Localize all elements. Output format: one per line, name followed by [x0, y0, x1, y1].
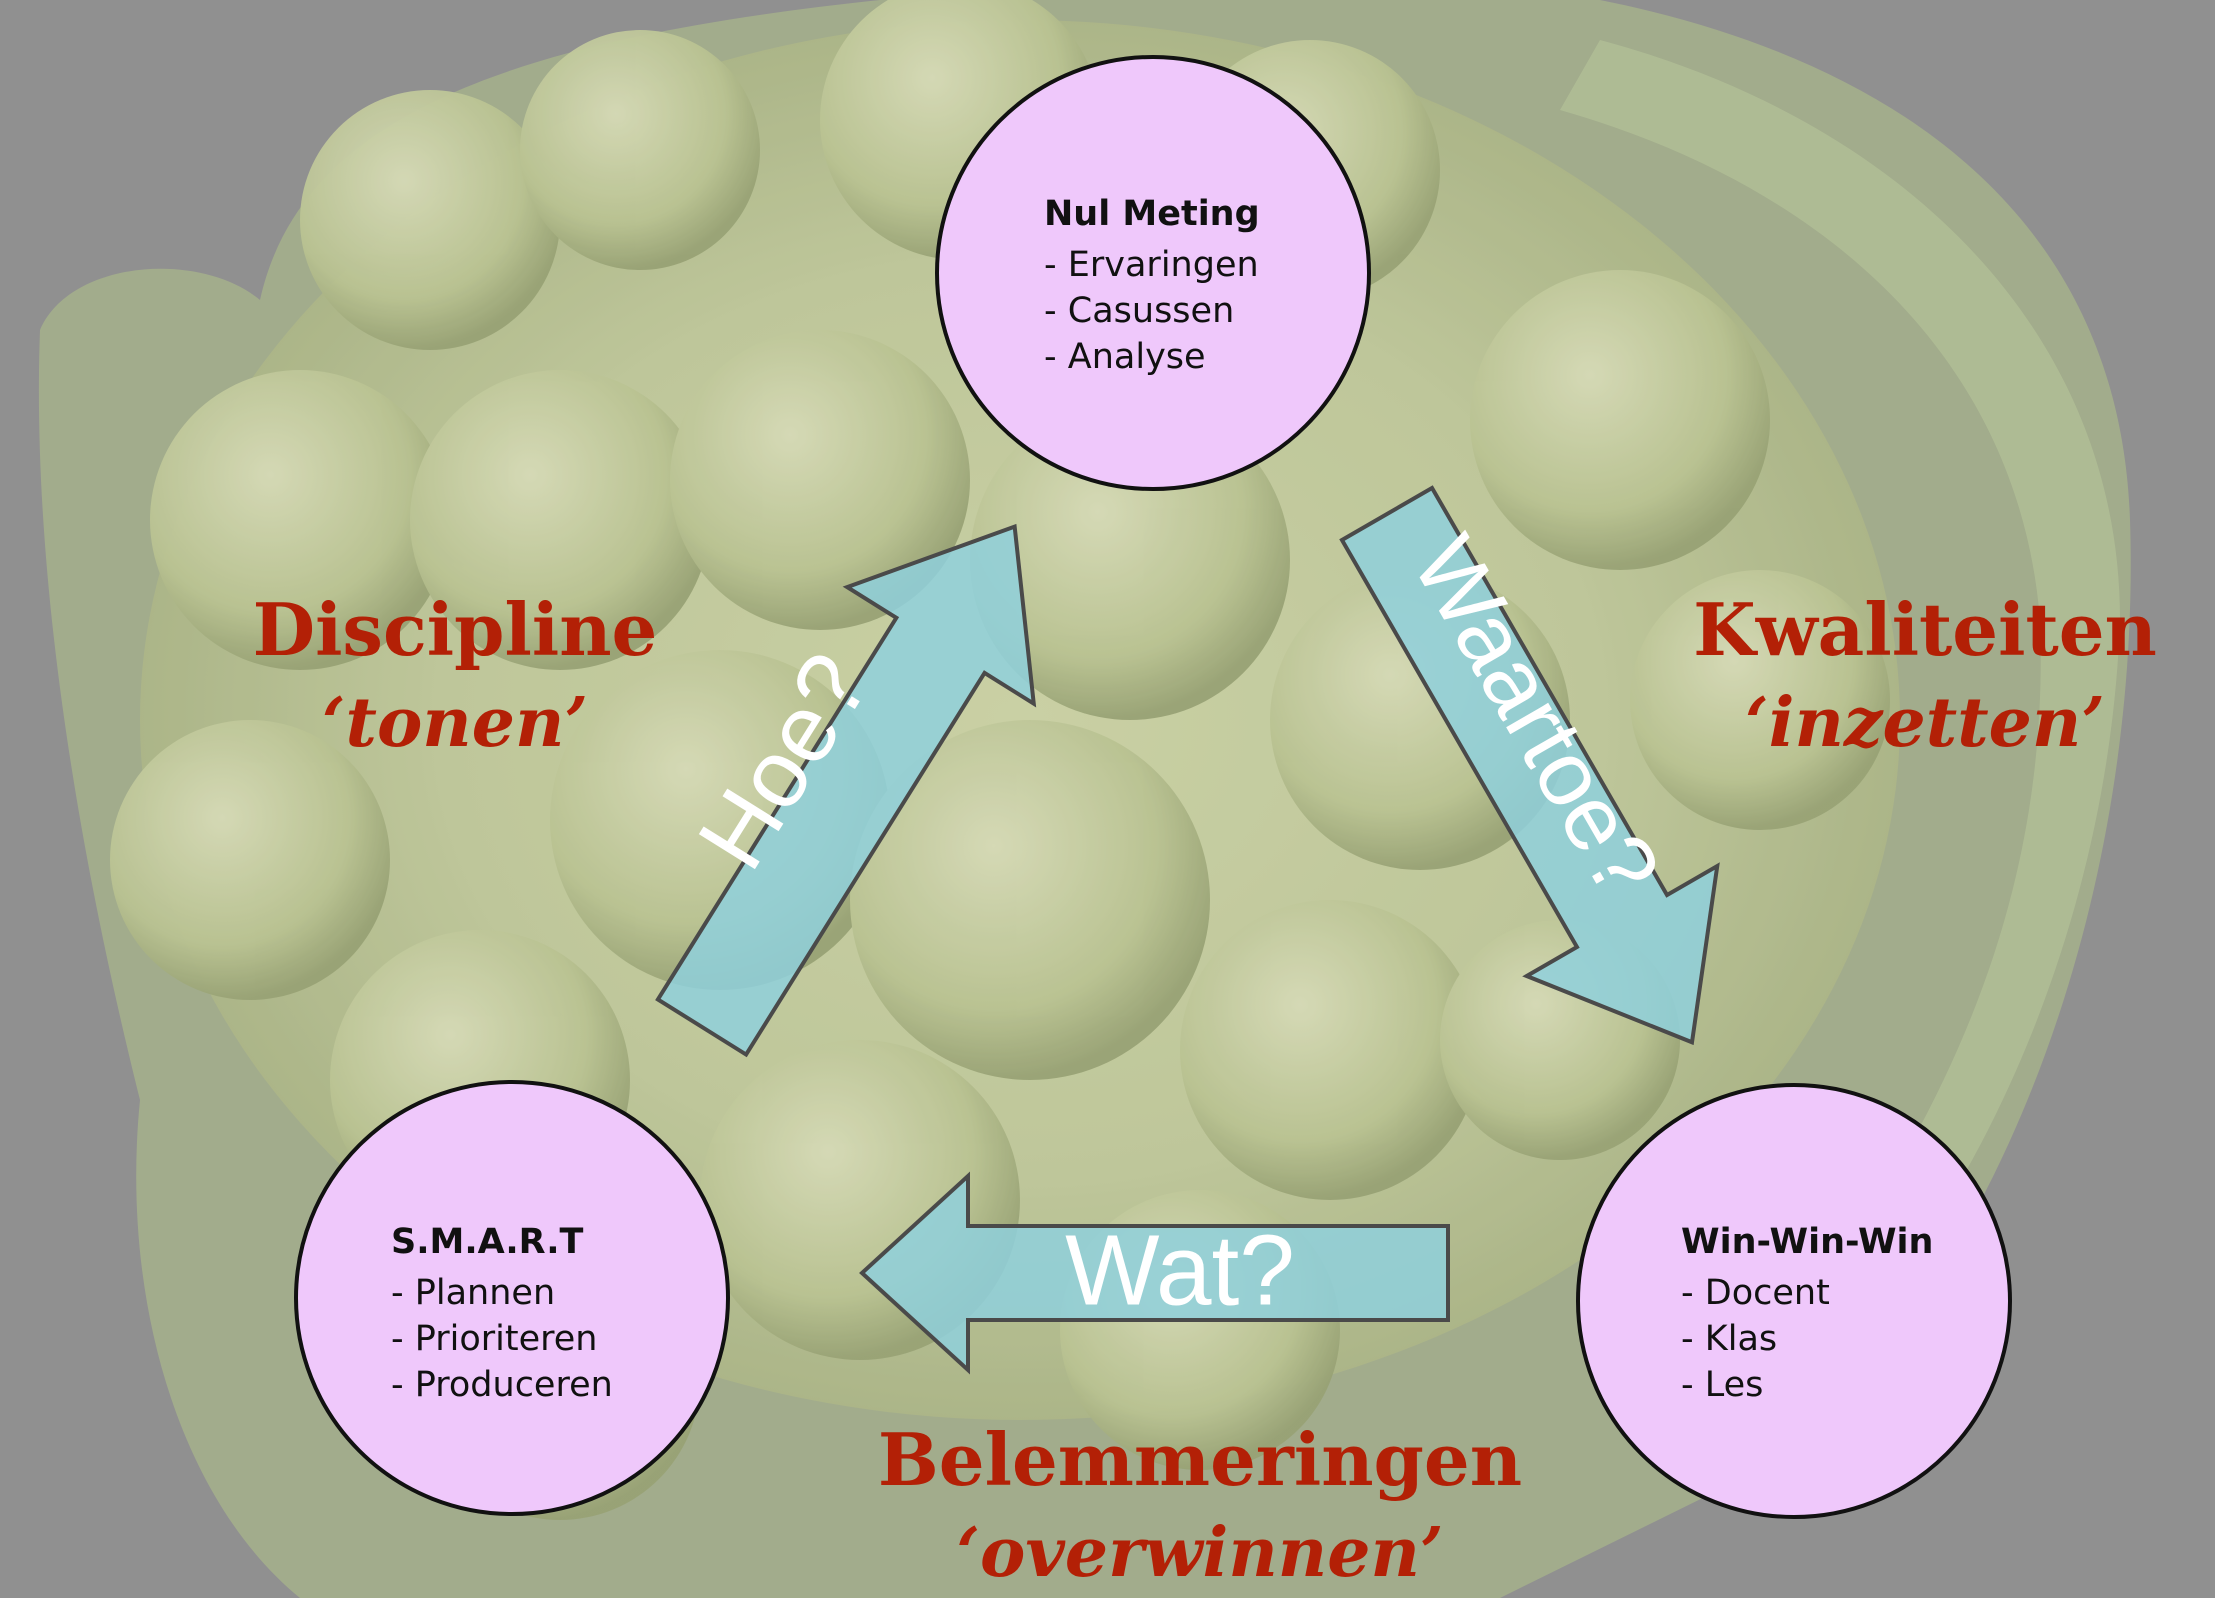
list-item: Les [1681, 1362, 1830, 1408]
node-win-win-win: Win-Win-Win Docent Klas Les [1576, 1083, 2012, 1519]
arrow-hoe: Hoe? [655, 523, 1037, 1058]
list-item: Prioriteren [391, 1316, 613, 1362]
label-main: Kwaliteiten [1693, 587, 2157, 672]
list-item: Docent [1681, 1270, 1830, 1316]
label-main: Discipline [252, 587, 658, 672]
arrow-wat: Wat? [859, 1171, 1450, 1375]
list-item: Ervaringen [1044, 242, 1259, 288]
node-nul-meting: Nul Meting Ervaringen Casussen Analyse [935, 55, 1371, 491]
node-item-list: Docent Klas Les [1681, 1270, 1830, 1408]
list-item: Analyse [1044, 334, 1259, 380]
label-sub: ‘inzetten’ [1744, 683, 2106, 763]
label-belemmeringen: Belemmeringen ‘overwinnen’ [860, 1412, 1540, 1598]
label-main: Belemmeringen [877, 1417, 1523, 1502]
label-sub: ‘overwinnen’ [956, 1513, 1444, 1593]
label-sub: ‘tonen’ [321, 683, 589, 763]
node-item-list: Ervaringen Casussen Analyse [1044, 242, 1259, 380]
node-title: Nul Meting [1044, 194, 1260, 234]
node-smart: S.M.A.R.T Plannen Prioriteren Produceren [294, 1080, 730, 1516]
node-title: Win-Win-Win [1681, 1222, 1934, 1262]
arrow-waartoe: Waartoe? [1339, 485, 1720, 1046]
node-item-list: Plannen Prioriteren Produceren [391, 1270, 613, 1408]
list-item: Casussen [1044, 288, 1259, 334]
label-kwaliteiten: Kwaliteiten ‘inzetten’ [1680, 582, 2170, 768]
list-item: Klas [1681, 1316, 1830, 1362]
list-item: Plannen [391, 1270, 613, 1316]
list-item: Produceren [391, 1362, 613, 1408]
node-title: S.M.A.R.T [391, 1222, 584, 1262]
arrow-label-wat: Wat? [1065, 1214, 1295, 1326]
label-discipline: Discipline ‘tonen’ [240, 582, 670, 768]
